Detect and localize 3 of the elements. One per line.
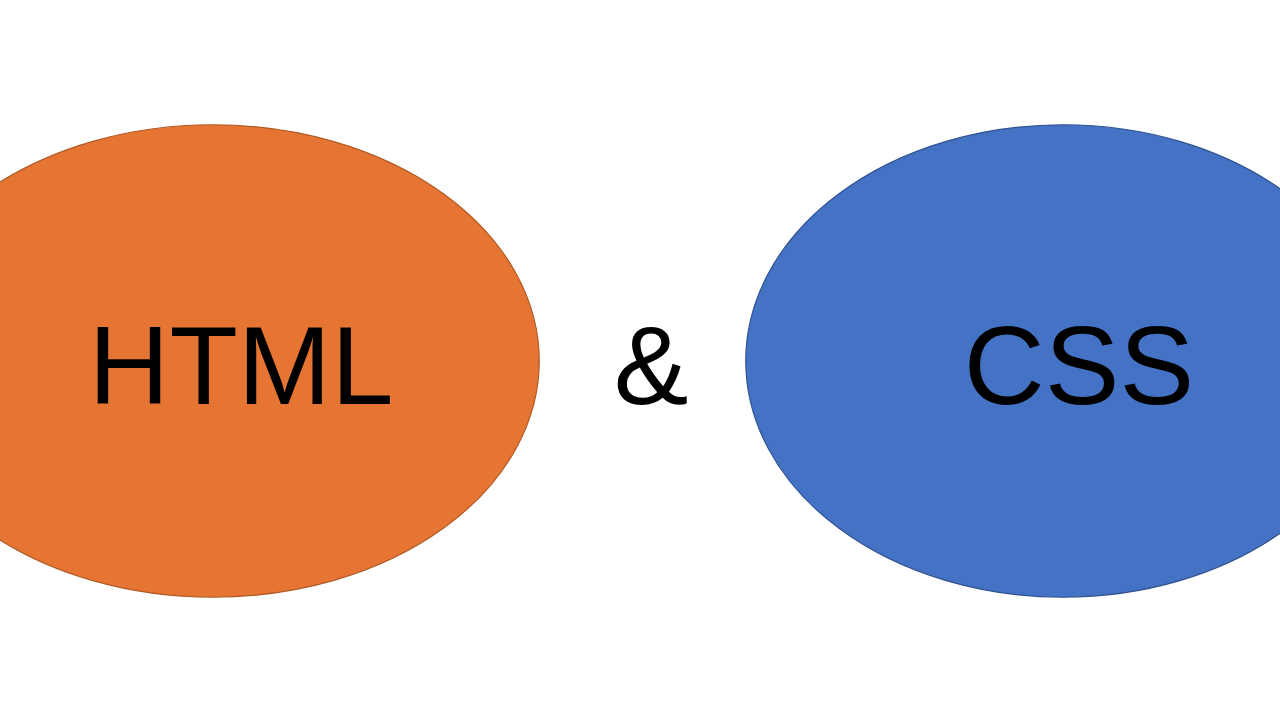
topic-label: HTML [88,310,394,422]
ampersand-text: & [613,310,689,422]
topic-label: CSS [963,310,1195,422]
